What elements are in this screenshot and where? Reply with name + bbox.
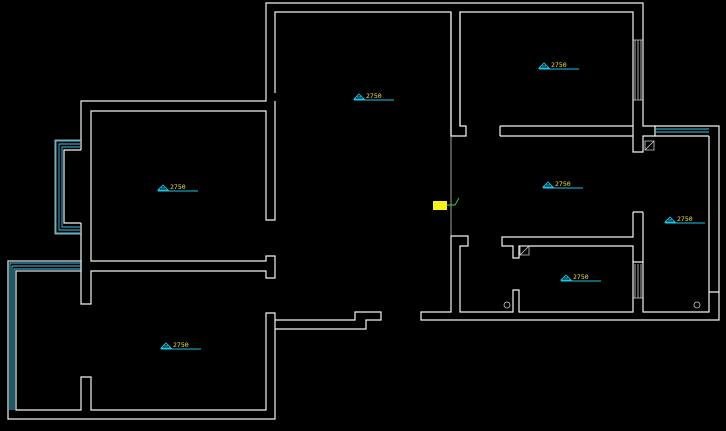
drain-icon xyxy=(503,301,511,309)
light-fixture-icon xyxy=(433,201,447,210)
level-marker-lower-left-room: 2750 xyxy=(159,341,201,350)
level-label: 2750 xyxy=(555,180,571,188)
walls xyxy=(7,2,720,420)
lower-left-window xyxy=(9,262,81,410)
corridor-south-wall xyxy=(275,311,382,330)
level-marker-upper-right-room: 2750 xyxy=(537,61,579,70)
corner-marker-icon xyxy=(644,140,655,151)
lower-left-window-outer xyxy=(8,260,81,272)
north-window-right xyxy=(655,128,709,133)
level-symbol-icon xyxy=(541,181,555,188)
level-markers: 2750 2750 2750 2750 2750 2750 2750 xyxy=(156,61,705,350)
switch-wire-icon xyxy=(447,197,460,206)
level-symbol-icon xyxy=(159,342,173,349)
level-symbol-icon xyxy=(156,184,170,191)
right-block-east-wall xyxy=(655,125,720,292)
central-right-partition xyxy=(501,211,644,262)
level-marker-north-room: 2750 xyxy=(352,92,394,101)
level-label: 2750 xyxy=(573,273,589,281)
level-marker-left-room: 2750 xyxy=(156,183,198,192)
left-room-wall xyxy=(80,93,276,305)
level-label: 2750 xyxy=(366,92,382,100)
lower-left-room-wall xyxy=(7,260,276,420)
windows xyxy=(8,39,709,410)
level-symbol-icon xyxy=(537,62,551,69)
level-label: 2750 xyxy=(551,61,567,69)
level-label: 2750 xyxy=(677,215,693,223)
corner-marker-icon-2 xyxy=(519,245,530,256)
left-bay-wall xyxy=(63,149,92,224)
fixtures xyxy=(433,140,701,309)
north-room-east-wall xyxy=(450,12,461,136)
level-symbol-icon xyxy=(352,93,366,100)
level-label: 2750 xyxy=(170,183,186,191)
right-block-wall xyxy=(420,235,720,321)
level-symbol-icon xyxy=(559,274,573,281)
upper-right-room-south-wall xyxy=(499,125,633,137)
level-marker-lower-right-room: 2750 xyxy=(559,273,601,282)
level-marker-central-right-room: 2750 xyxy=(541,180,583,189)
east-window-upper xyxy=(633,39,643,101)
east-window-lower xyxy=(633,264,643,299)
left-bay-window xyxy=(55,140,80,234)
level-marker-far-right-room: 2750 xyxy=(663,215,705,224)
left-bay-window-outer xyxy=(54,139,81,235)
drain-icon-2 xyxy=(693,301,701,309)
level-symbol-icon xyxy=(663,216,677,223)
level-label: 2750 xyxy=(173,341,189,349)
